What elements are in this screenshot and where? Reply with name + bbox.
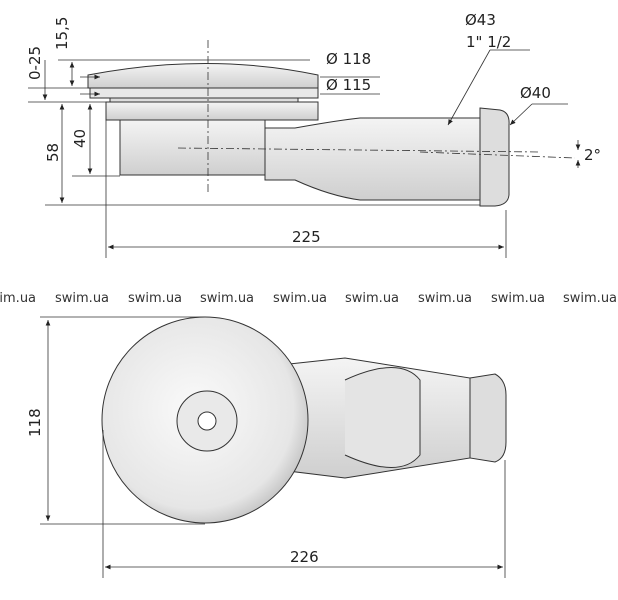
watermark: swim.ua bbox=[491, 291, 545, 306]
label-cap-diameter: Ø 118 bbox=[326, 50, 371, 68]
label-thread: 1" 1/2 bbox=[466, 33, 511, 51]
watermark: swim.ua bbox=[563, 291, 617, 306]
label-total-height: 58 bbox=[44, 143, 62, 162]
label-pipe-diameter: Ø40 bbox=[520, 84, 551, 102]
label-outlet-diameter: Ø43 bbox=[465, 11, 496, 29]
bowl bbox=[119, 119, 266, 176]
watermark: swim.ua bbox=[418, 291, 472, 306]
label-body-height: 40 bbox=[71, 129, 89, 148]
outlet-pipe bbox=[264, 117, 481, 201]
watermark-row: swim.ua swim.ua swim.ua swim.ua swim.ua … bbox=[0, 291, 617, 306]
drain-cap bbox=[87, 63, 319, 89]
label-length: 225 bbox=[292, 228, 321, 246]
watermark: swim.ua bbox=[128, 291, 182, 306]
top-view bbox=[101, 316, 507, 524]
watermark: swim.ua bbox=[0, 291, 36, 306]
watermark: swim.ua bbox=[273, 291, 327, 306]
side-dimensions bbox=[28, 40, 581, 258]
label-cap-height: 15,5 bbox=[53, 17, 71, 50]
flange bbox=[105, 101, 319, 121]
center-knob bbox=[197, 411, 217, 431]
cap-grate bbox=[89, 87, 319, 99]
top-labels: 118 226 bbox=[26, 408, 319, 566]
label-adjust-range: 0-25 bbox=[26, 46, 44, 80]
label-top-diameter: 118 bbox=[26, 408, 44, 437]
label-top-length: 226 bbox=[290, 548, 319, 566]
watermark: swim.ua bbox=[345, 291, 399, 306]
side-labels: 15,5 0-25 58 40 Ø 118 Ø 115 Ø43 1" 1/2 Ø… bbox=[26, 11, 601, 246]
label-slope: 2° bbox=[584, 146, 601, 164]
watermark: swim.ua bbox=[200, 291, 254, 306]
top-dimensions bbox=[40, 316, 506, 578]
watermark: swim.ua bbox=[55, 291, 109, 306]
label-ring-diameter: Ø 115 bbox=[326, 76, 371, 94]
outlet-bridge bbox=[344, 367, 421, 468]
side-view bbox=[87, 63, 510, 207]
outlet-nut-top bbox=[469, 373, 507, 463]
outlet-nut bbox=[479, 107, 510, 207]
ring bbox=[109, 97, 299, 103]
